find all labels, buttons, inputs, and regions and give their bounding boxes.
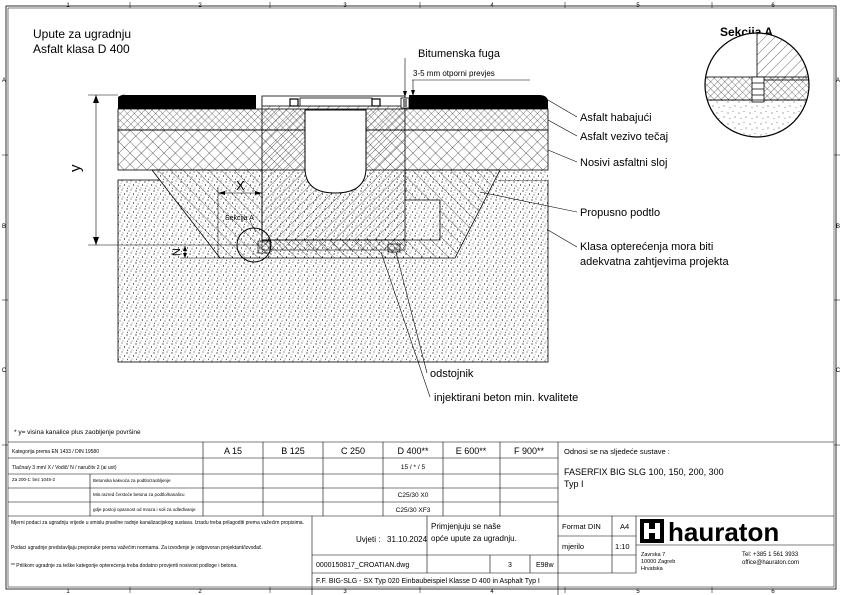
system-name: FASERFIX BIG SLG 100, 150, 200, 300 <box>564 467 724 477</box>
drawing-ref: E98w <box>536 562 554 569</box>
footer-description: F.F. BIG-SLG - SX Typ 020 Einbaubeispiel… <box>316 578 540 585</box>
file-name: 0000150817_CROATIAN.dwg <box>316 562 409 569</box>
class-a15: A 15 <box>224 446 242 456</box>
grid-col-6-top: 6 <box>771 3 775 9</box>
scale-label: mjerilo <box>562 542 584 551</box>
note-paragraph-3: ** Prilikom ugradnje za teške kategorije… <box>11 563 238 569</box>
uvjeti-label: Uvjeti : <box>356 535 380 544</box>
side-label: Za 200-1: bez 1045-2 <box>12 477 56 482</box>
note-paragraph-1: Mjerni podaci za ugradnju vrijede u smis… <box>11 520 304 526</box>
callout-spacer: odstojnik <box>430 368 474 380</box>
section-a-marker-label: Sekcija A <box>225 215 254 222</box>
row-3-d400-value: C25/30 X0 <box>398 492 429 499</box>
class-f900: F 900** <box>514 446 545 456</box>
grid-col-4-bottom: 4 <box>490 589 494 595</box>
grid-col-5-top: 5 <box>636 3 640 9</box>
grid-row-b-right: B <box>836 224 840 230</box>
inner-frame <box>7 7 835 588</box>
format-label: Format DIN <box>562 522 601 531</box>
callout-overlap: 3-5 mm otporni prevjes <box>413 69 495 78</box>
grid-col-3-bottom: 3 <box>343 589 347 595</box>
drawing-title: Upute za ugradnju <box>33 27 131 41</box>
grid-row-c-left: C <box>2 368 7 374</box>
address-line-1: Zavrska 7 <box>641 552 665 558</box>
class-b125: B 125 <box>281 446 305 456</box>
section-a-detail-block <box>257 240 271 254</box>
spacer <box>387 243 401 253</box>
callout-base-course: Nosivi asfaltni sloj <box>580 157 667 169</box>
address-line-2: 10000 Zagreb <box>641 559 675 565</box>
wearing-course-right <box>409 95 548 109</box>
row-2-label: Betonska kakvoća za podtlo/zaobljenje <box>93 478 171 483</box>
grid-col-6-bottom: 6 <box>771 589 775 595</box>
channel-bed <box>261 239 406 251</box>
callout-wearing-course: Asfalt habajući <box>580 112 652 124</box>
company-phone: Tel: +385 1 561 3933 <box>742 552 799 558</box>
company-email: office@hauraton.com <box>742 560 799 566</box>
bitumen-joint <box>400 97 410 109</box>
y-dimension-label: y <box>67 164 84 172</box>
class-e600: E 600** <box>456 446 487 456</box>
leader-lines <box>380 58 578 398</box>
cross-section: Sekcija A y X N <box>67 94 549 363</box>
callout-grout: injektirani beton min. kvalitete <box>434 392 578 404</box>
grating <box>299 97 373 107</box>
footnote: * y= visina kanalice plus zaobljenje pov… <box>14 429 141 436</box>
frame-left-angle <box>289 98 299 107</box>
revision: 3 <box>508 562 512 569</box>
grid-row-b-left: B <box>2 224 6 230</box>
callout-load-class-1: Klasa opterećenja mora biti <box>580 241 713 253</box>
x-dimension-label: X <box>236 178 245 193</box>
row-1-label: Tlačna/y 3 mm/ X / Vodič/ N / naručitv 2… <box>12 465 117 471</box>
outer-frame <box>5 5 837 590</box>
row-3-label: Min.razred čvrstoće betona za podtlo/kan… <box>93 492 185 497</box>
callout-bitumen-joint: Bitumenska fuga <box>418 48 501 60</box>
system-type: Typ I <box>564 479 584 489</box>
callout-binder-course: Asfalt vezivo tečaj <box>580 131 668 143</box>
scale-value: 1:10 <box>615 542 630 551</box>
class-c250: C 250 <box>341 446 365 456</box>
note-paragraph-2: Podaci ugradnje predstavljaju preporuke … <box>11 545 263 551</box>
frame-right-angle <box>371 98 381 107</box>
reference-label: Odnosi se na sljedeće sustave : <box>564 447 670 456</box>
wearing-course-left <box>118 94 256 109</box>
grid-col-5-bottom: 5 <box>636 589 640 595</box>
drawing-subtitle: Asfalt klasa D 400 <box>33 42 130 56</box>
title-block-grid <box>8 441 834 595</box>
hauraton-logo-text: hauraton <box>668 517 779 547</box>
callout-subbase: Propusno podtlo <box>580 207 660 219</box>
hauraton-logo-icon <box>640 519 664 543</box>
format-value: A4 <box>620 522 629 531</box>
grid-col-2-top: 2 <box>198 3 202 9</box>
row-4-label: gdje postoji opasnost od mraza i soli za… <box>93 507 196 512</box>
grid-col-1-bottom: 1 <box>66 589 70 595</box>
issue-date: 31.10.2024 <box>387 535 428 544</box>
grid-row-c-right: C <box>836 368 841 374</box>
n-dimension-label: N <box>171 248 183 256</box>
channel-trough <box>304 109 367 194</box>
section-a-circle <box>704 32 810 138</box>
grid-col-2-bottom: 2 <box>198 589 202 595</box>
note-line-2: opće upute za ugradnju. <box>431 534 517 543</box>
row-4-d400-value: C25/30 XF3 <box>396 507 431 514</box>
grid-row-a-left: A <box>2 78 6 84</box>
grid-col-3-top: 3 <box>343 3 347 9</box>
class-d400: D 400** <box>397 446 429 456</box>
note-line-1: Primjenjuju se naše <box>431 522 501 531</box>
grid-col-4-top: 4 <box>490 3 494 9</box>
grid-col-1-top: 1 <box>66 3 70 9</box>
row-1-d400-value: 15 / * / 5 <box>401 464 426 471</box>
address-line-3: Hrvatska <box>641 566 664 572</box>
callout-load-class-2: adekvatna zahtjevima projekta <box>580 256 729 268</box>
grid-row-a-right: A <box>836 78 840 84</box>
section-a-detail <box>705 33 809 137</box>
table-header-label: Kategorija prema EN 1433 / DIN 19580 <box>12 449 99 455</box>
